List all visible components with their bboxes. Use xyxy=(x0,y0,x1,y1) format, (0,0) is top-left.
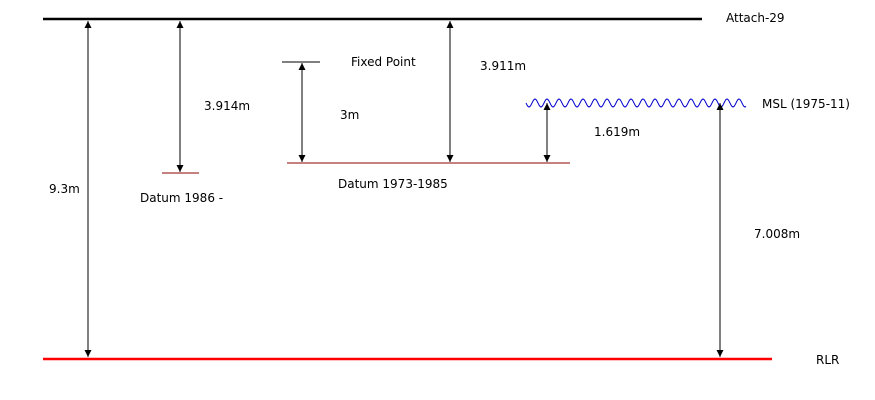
measurement-attach-to-datum-1973: 3.911m xyxy=(480,59,527,73)
measurement-attach-to-rlr: 9.3m xyxy=(49,182,80,196)
fixed-point-label: Fixed Point xyxy=(351,55,416,69)
measurement-fixed-point-to-datum-1973: 3m xyxy=(340,108,360,122)
attach-label: Attach-29 xyxy=(726,11,785,25)
msl-wave-line xyxy=(525,98,747,108)
rlr-label: RLR xyxy=(816,353,840,367)
msl-label: MSL (1975-11) xyxy=(762,97,850,111)
measurement-msl-to-datum-1973: 1.619m xyxy=(594,125,641,139)
measurement-msl-to-rlr: 7.008m xyxy=(754,227,801,241)
measurement-attach-to-datum-1986: 3.914m xyxy=(204,99,251,113)
datum-1973-1985-label: Datum 1973-1985 xyxy=(338,177,448,191)
datum-1986-label: Datum 1986 - xyxy=(140,191,224,205)
